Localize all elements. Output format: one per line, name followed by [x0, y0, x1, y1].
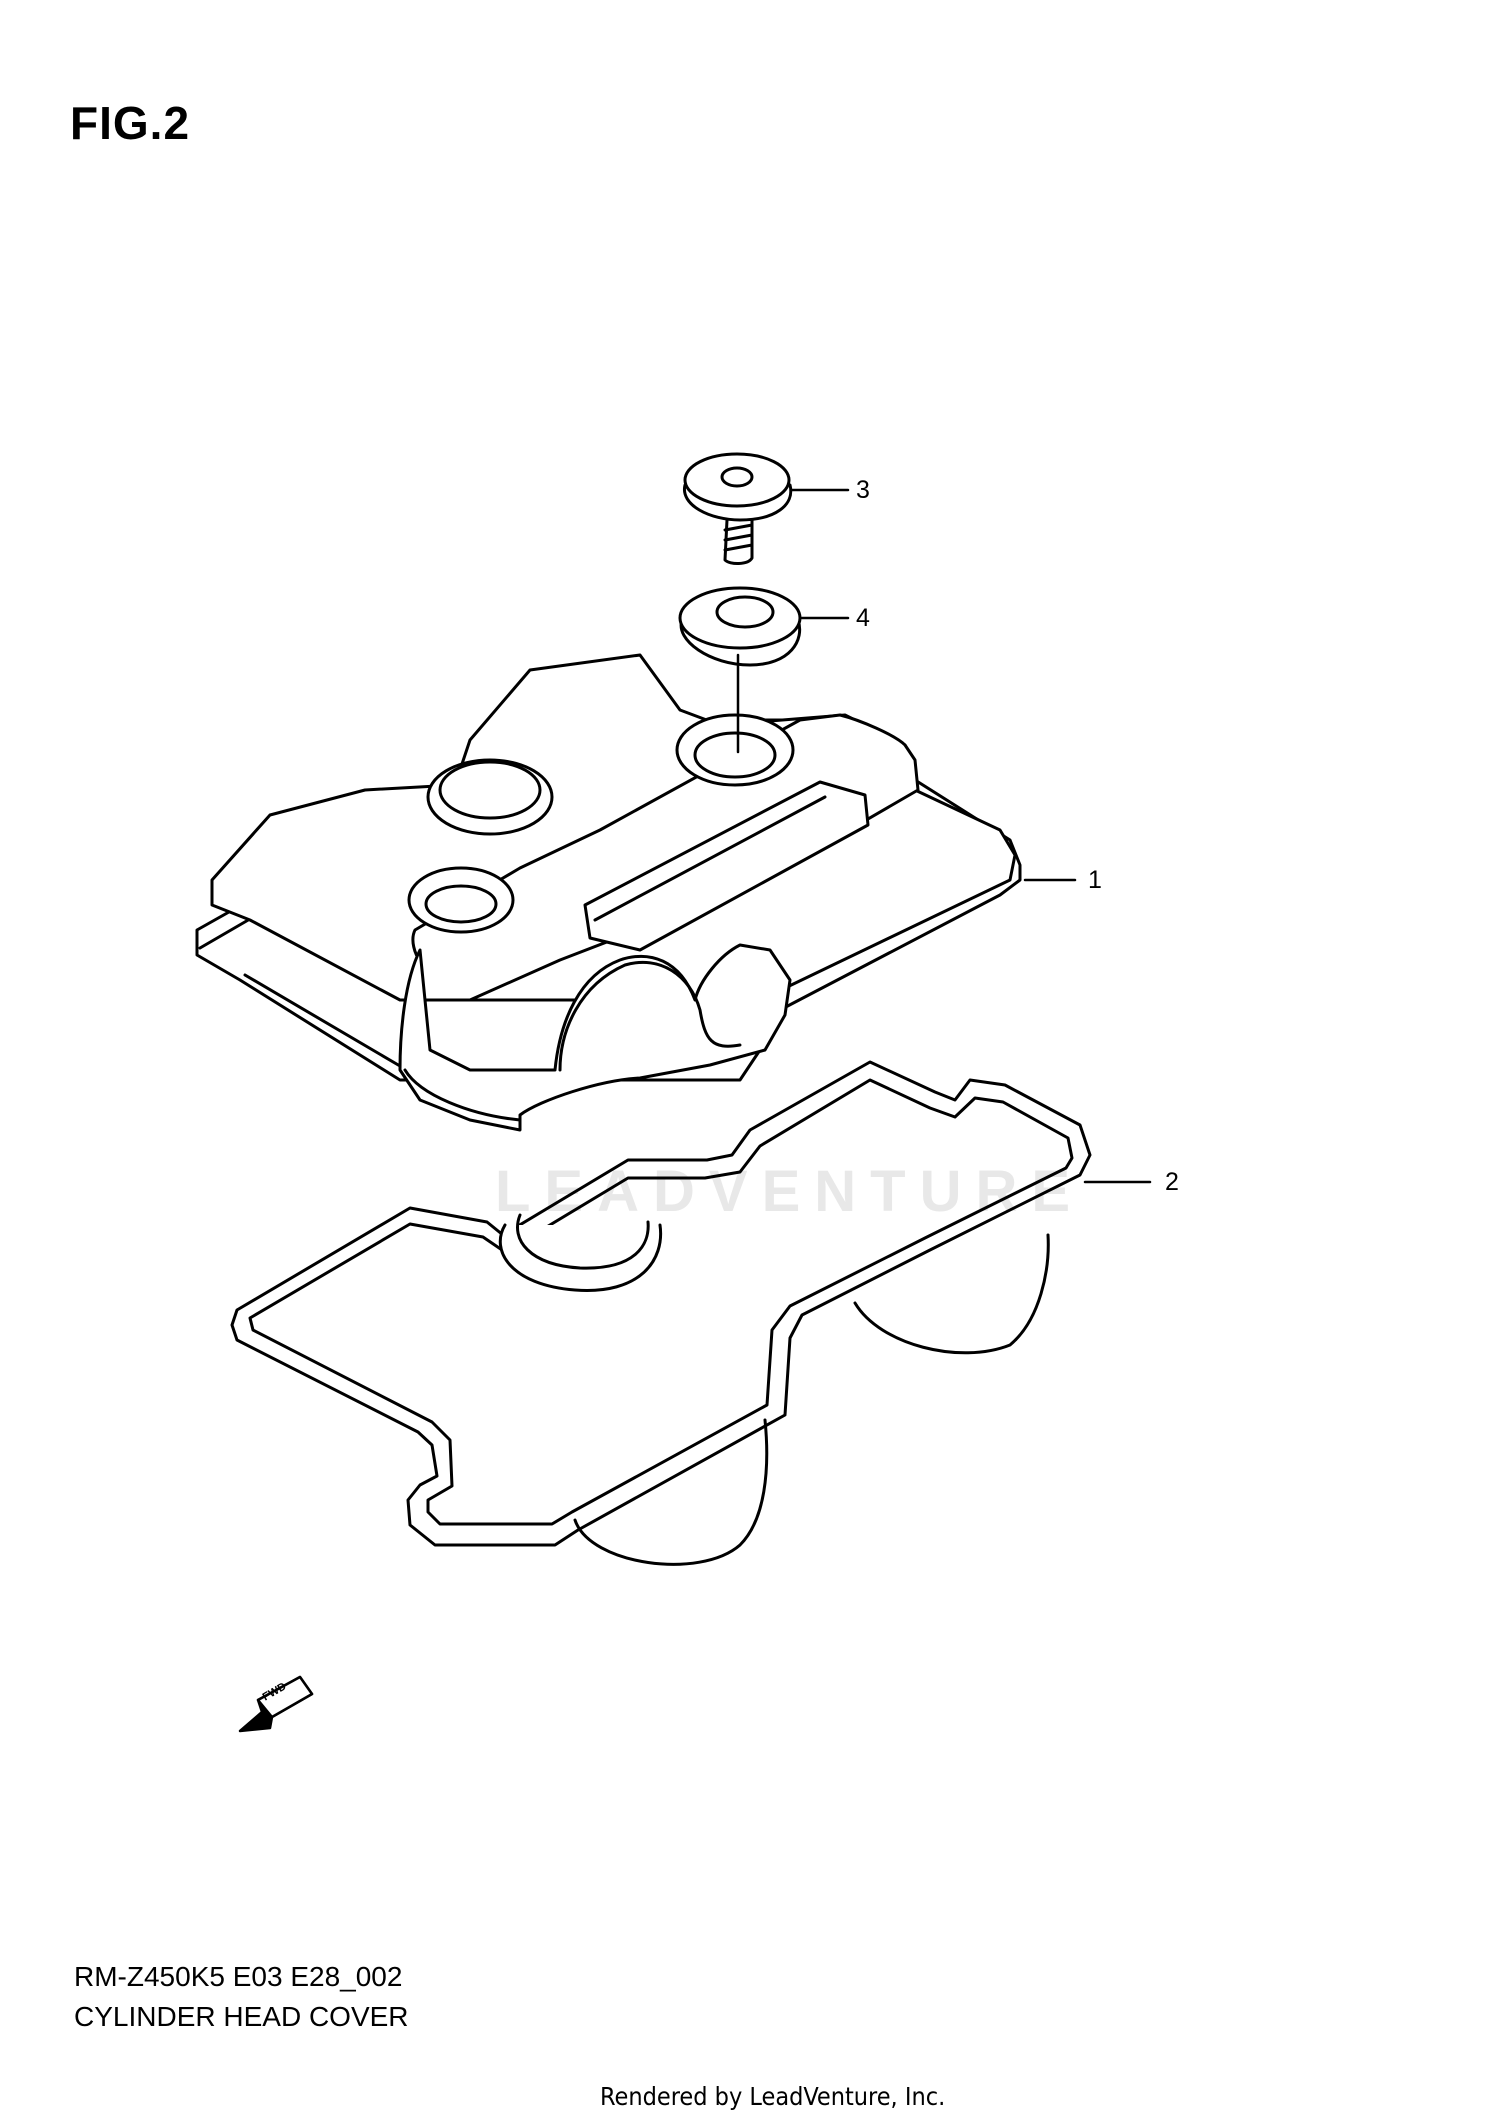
- diagram-code: RM-Z450K5 E03 E28_002: [74, 1961, 403, 1992]
- callout-number-2: 2: [1165, 1168, 1179, 1196]
- cylinder-head-cover-part: [195, 653, 1022, 1292]
- callout-number-4: 4: [856, 604, 870, 632]
- washer-part: [678, 586, 802, 667]
- bolt-part: [683, 452, 793, 565]
- diagram-name: CYLINDER HEAD COVER: [74, 2001, 409, 2032]
- callout-number-3: 3: [856, 476, 870, 504]
- callout-number-1: 1: [1088, 866, 1102, 894]
- figure-title: FIG.2: [70, 97, 191, 149]
- callout-leaders: [790, 488, 1152, 1184]
- gasket-part: [230, 1060, 1092, 1566]
- render-credit: Rendered by LeadVenture, Inc.: [600, 2082, 946, 2111]
- forward-arrow-icon: [238, 1675, 314, 1733]
